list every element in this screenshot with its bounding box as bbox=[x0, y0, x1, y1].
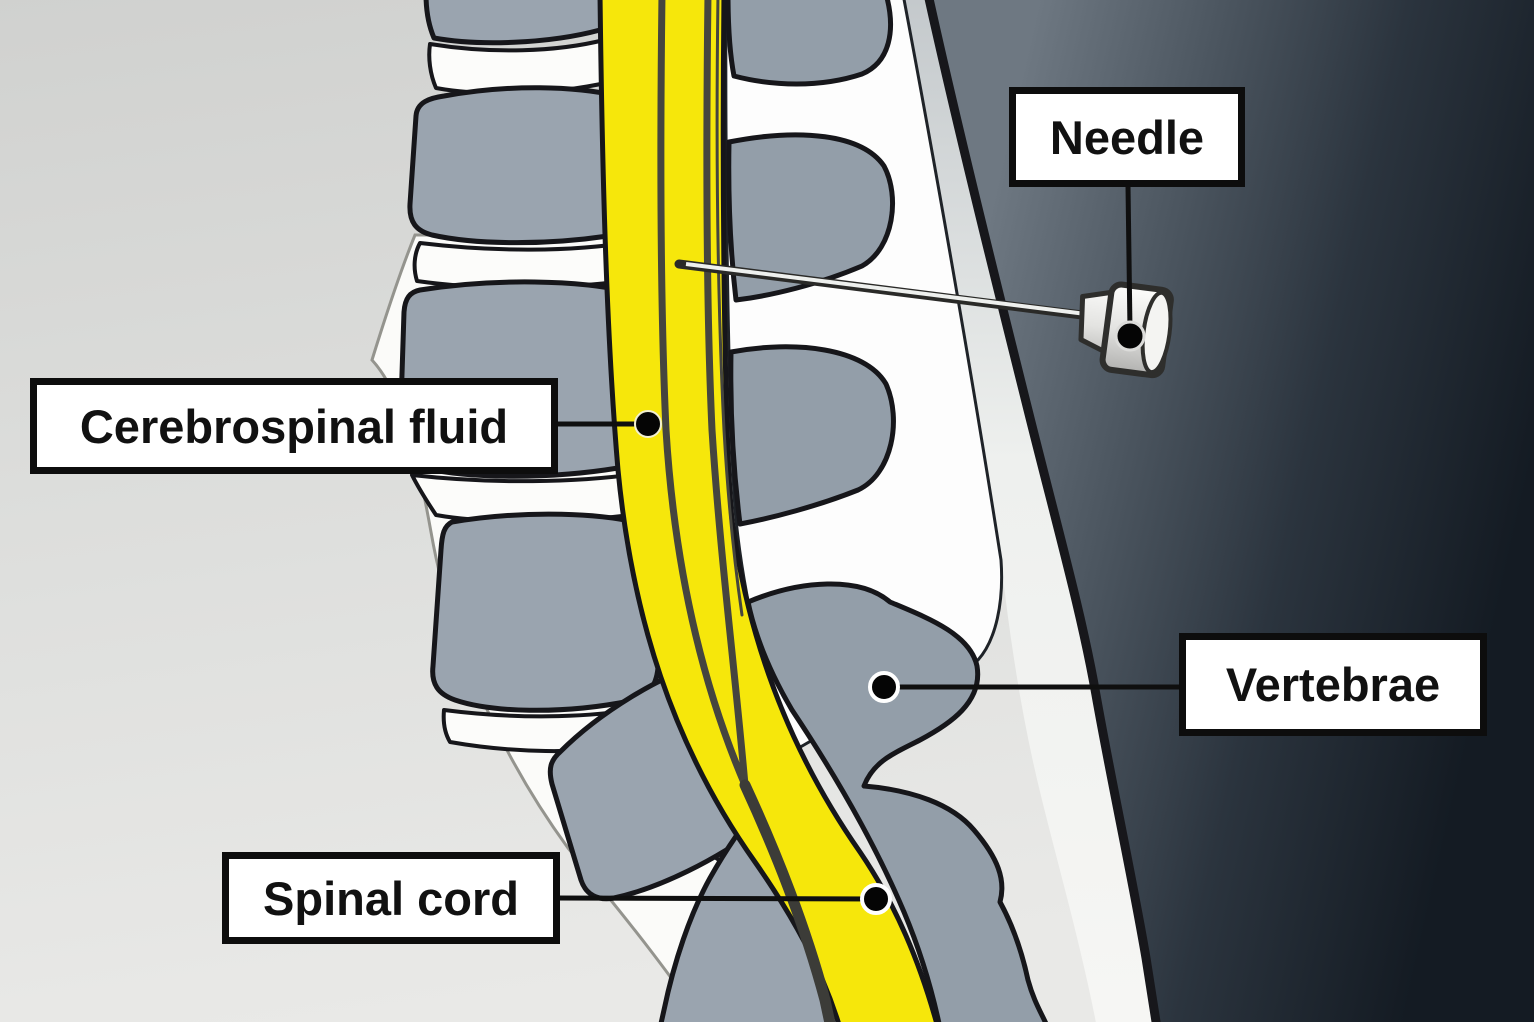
label-cerebrospinal-fluid: Cerebrospinal fluid bbox=[30, 378, 558, 474]
label-cerebrospinal-fluid-text: Cerebrospinal fluid bbox=[79, 399, 509, 453]
leader-dot-needle bbox=[1114, 320, 1146, 352]
sacrum-dorsal bbox=[745, 581, 1049, 1022]
subcutaneous-band bbox=[904, 0, 1157, 1022]
leader-lines bbox=[554, 185, 1183, 902]
leader-line-needle bbox=[1125, 185, 1133, 331]
leader-dot-vertebrae bbox=[868, 671, 900, 703]
label-spinal-cord: Spinal cord bbox=[222, 852, 560, 944]
label-needle-text: Needle bbox=[1049, 110, 1205, 164]
leader-line-spinal-cord bbox=[555, 895, 877, 902]
nerve-root-line bbox=[715, 0, 744, 617]
spinous-process bbox=[726, 132, 896, 303]
leader-dot-csf bbox=[634, 410, 662, 438]
label-vertebrae: Vertebrae bbox=[1179, 633, 1487, 736]
spinal-canal-csf bbox=[597, 0, 939, 1022]
filum-terminale bbox=[739, 779, 836, 1022]
skin-outline bbox=[924, 0, 1161, 1022]
label-needle: Needle bbox=[1009, 87, 1245, 187]
vertebral-body bbox=[423, 0, 614, 46]
spinal-cord-outline bbox=[657, 0, 836, 1022]
leader-dots bbox=[634, 320, 1146, 915]
label-vertebrae-text: Vertebrae bbox=[1225, 658, 1441, 711]
cord-left-edge bbox=[657, 0, 749, 789]
needle-shaft-highlight bbox=[685, 262, 1087, 316]
background-dark-body bbox=[929, 0, 1534, 1022]
leader-dot-spinal-cord bbox=[860, 883, 892, 915]
label-spinal-cord-text: Spinal cord bbox=[263, 871, 519, 925]
spinous-processes bbox=[725, 0, 896, 527]
cord-right-edge bbox=[703, 0, 749, 789]
spinous-process bbox=[728, 344, 896, 527]
spinous-process bbox=[725, 0, 893, 87]
